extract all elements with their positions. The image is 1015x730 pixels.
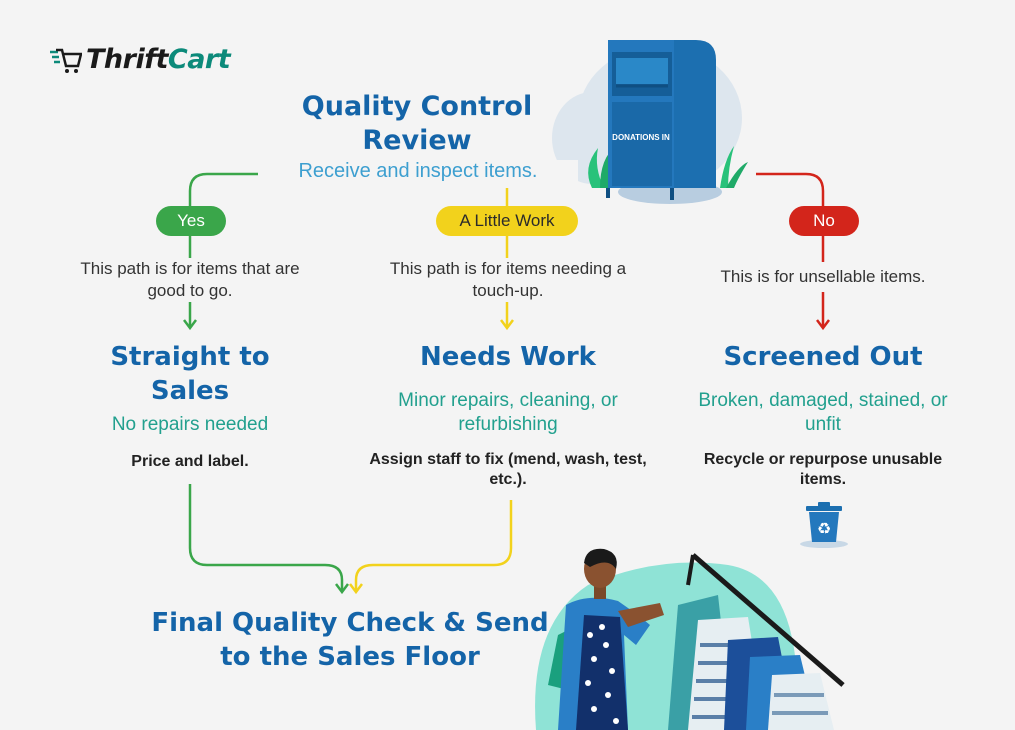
final-step-title: Final Quality Check & Send to the Sales … bbox=[151, 608, 549, 672]
branch-yes-subtitle: No repairs needed bbox=[111, 414, 269, 435]
branch-work-title: Needs Work bbox=[420, 342, 596, 372]
branch-yes-title: Straight to Sales bbox=[110, 342, 270, 406]
branch-work-action: Assign staff to fix (mend, wash, test, e… bbox=[369, 451, 647, 488]
page-subtitle: Receive and inspect items. bbox=[258, 160, 578, 183]
recycle-bin-icon: ♻ bbox=[800, 502, 848, 548]
branch-no-title: Screened Out bbox=[723, 342, 923, 372]
branch-yes-badge: Yes bbox=[156, 206, 226, 236]
branch-no-subtitle: Broken, damaged, stained, or unfit bbox=[698, 390, 948, 435]
branch-work-description: This path is for items needing a touch-u… bbox=[389, 259, 627, 300]
svg-text:♻: ♻ bbox=[817, 519, 831, 538]
branch-no-description: This is for unsellable items. bbox=[720, 267, 926, 286]
branch-little-work-badge: A Little Work bbox=[436, 206, 578, 236]
logo-wordmark: ThriftCart bbox=[86, 44, 231, 75]
logo: ThriftCart bbox=[50, 44, 231, 75]
logo-thrift: Thrift bbox=[86, 44, 168, 75]
logo-cart: Cart bbox=[167, 44, 231, 75]
branch-no-badge: No bbox=[789, 206, 859, 236]
bin-label: DONATIONS IN bbox=[612, 133, 670, 142]
cart-logo-icon bbox=[50, 48, 82, 73]
branch-no-action: Recycle or repurpose unusable items. bbox=[703, 451, 943, 488]
page-title: Quality Control Review bbox=[301, 91, 533, 156]
donation-bin-icon: DONATIONS IN bbox=[552, 40, 748, 204]
staff-at-clothes-rack-illustration bbox=[535, 548, 845, 730]
branch-work-subtitle: Minor repairs, cleaning, or refurbishing bbox=[398, 390, 618, 435]
branch-yes-description: This path is for items that are good to … bbox=[80, 259, 300, 300]
branch-yes-action: Price and label. bbox=[131, 453, 249, 470]
